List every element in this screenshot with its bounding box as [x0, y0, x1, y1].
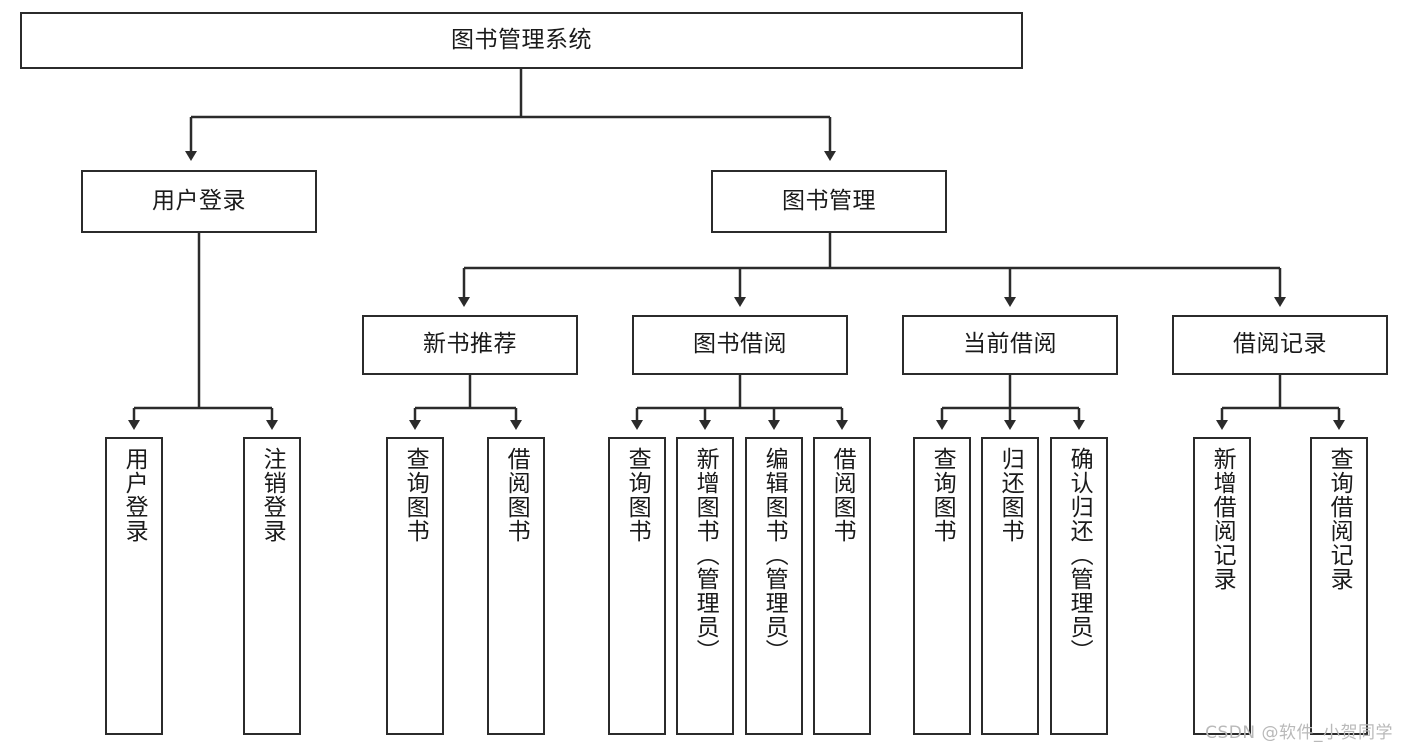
node-label: 借阅图书: [503, 447, 530, 543]
node-label: 当前借阅: [963, 331, 1057, 358]
node-label: 新增图书（管理员）: [692, 447, 719, 663]
leaf-logout[interactable]: 注销登录: [243, 437, 301, 735]
node-book-borrow[interactable]: 图书借阅: [632, 315, 848, 375]
leaf-query-book-3[interactable]: 查询图书: [913, 437, 971, 735]
watermark: CSDN @软件_小贺同学: [1205, 723, 1393, 743]
node-new-book-rec[interactable]: 新书推荐: [362, 315, 578, 375]
node-label: 图书管理系统: [451, 26, 592, 53]
node-label: 查询图书: [929, 447, 956, 543]
node-label: 归还图书: [997, 447, 1024, 543]
leaf-return-book[interactable]: 归还图书: [981, 437, 1039, 735]
node-current-borrow[interactable]: 当前借阅: [902, 315, 1118, 375]
node-label: 图书借阅: [693, 331, 787, 358]
node-label: 查询图书: [624, 447, 651, 543]
node-label: 编辑图书（管理员）: [761, 447, 788, 663]
leaf-query-record[interactable]: 查询借阅记录: [1310, 437, 1368, 735]
node-label: 图书管理: [782, 187, 876, 214]
leaf-edit-book[interactable]: 编辑图书（管理员）: [745, 437, 803, 735]
node-label: 借阅记录: [1233, 331, 1327, 358]
node-label: 确认归还（管理员）: [1066, 447, 1093, 663]
node-label: 用户登录: [152, 187, 246, 214]
node-label: 新增借阅记录: [1209, 447, 1236, 591]
node-label: 注销登录: [259, 447, 286, 543]
node-label: 借阅图书: [829, 447, 856, 543]
node-label: 新书推荐: [423, 331, 517, 358]
node-borrow-record[interactable]: 借阅记录: [1172, 315, 1388, 375]
node-book-manage[interactable]: 图书管理: [711, 170, 947, 233]
leaf-borrow-book-2[interactable]: 借阅图书: [813, 437, 871, 735]
leaf-borrow-book-1[interactable]: 借阅图书: [487, 437, 545, 735]
leaf-query-book-1[interactable]: 查询图书: [386, 437, 444, 735]
node-label: 查询图书: [402, 447, 429, 543]
node-label: 用户登录: [121, 447, 148, 543]
node-user-login[interactable]: 用户登录: [81, 170, 317, 233]
node-root-system[interactable]: 图书管理系统: [20, 12, 1023, 69]
leaf-query-book-2[interactable]: 查询图书: [608, 437, 666, 735]
leaf-confirm-return[interactable]: 确认归还（管理员）: [1050, 437, 1108, 735]
node-label: 查询借阅记录: [1326, 447, 1353, 591]
leaf-user-login[interactable]: 用户登录: [105, 437, 163, 735]
leaf-add-record[interactable]: 新增借阅记录: [1193, 437, 1251, 735]
leaf-add-book[interactable]: 新增图书（管理员）: [676, 437, 734, 735]
